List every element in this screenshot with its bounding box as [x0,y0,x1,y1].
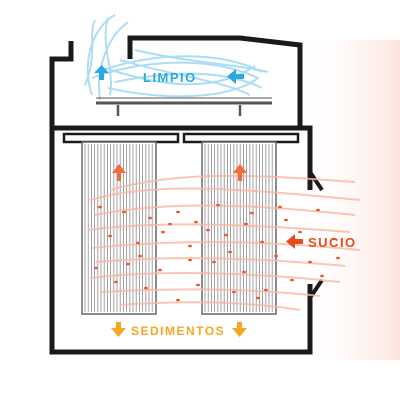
dust-particle [284,218,288,222]
dust-particle [148,216,152,220]
arrow-up-icon [233,164,247,181]
dust-particle [242,270,246,274]
arrow-up-icon [94,65,109,80]
dust-particle [316,208,320,212]
dust-particle [298,230,302,234]
dust-particle [320,274,324,278]
dust-particle [122,210,126,214]
dust-particle [158,268,162,272]
dust-particle [206,228,210,232]
dust-particles [94,203,340,302]
dust-particle [176,298,180,302]
dust-particle [144,286,148,290]
dust-particle [126,262,130,266]
dirty-label: SUCIO [308,235,357,250]
dust-particle [196,283,200,287]
dust-particle [194,220,198,224]
dust-particle [332,237,336,241]
dust-particle [232,290,236,294]
dust-particle [176,210,180,214]
sediments-label: SEDIMENTOS [131,324,225,338]
dust-particle [168,222,172,226]
dust-particle [250,211,254,215]
dust-particle [224,233,228,237]
arrow-left-icon [227,69,244,84]
dust-particle [264,288,268,292]
dust-particle [244,222,248,226]
dust-particle [212,260,216,264]
arrow-down-icon [111,322,126,337]
filter-cap-right [182,132,300,144]
inlet-flange-top [308,170,324,192]
dust-particle [114,280,118,284]
dust-particle [228,250,232,254]
housing [49,35,313,355]
dust-particle [136,241,140,245]
dust-particle [274,254,278,258]
clean-label: LIMPIO [143,70,197,85]
arrow-left-icon [286,234,303,249]
filter-cap-left [62,132,180,144]
dust-particle [188,258,192,262]
dust-particle [98,205,102,209]
dust-particle [260,240,264,244]
dust-particle [161,230,165,234]
arrow-up-icon [112,164,126,181]
clean-air-flow [84,14,269,101]
dust-particle [278,205,282,209]
arrow-down-icon [232,322,247,337]
purge-pipe [96,97,272,116]
dust-particle [256,296,260,300]
dust-particle [94,266,98,270]
dust-particle [216,203,220,207]
dust-particle [336,256,340,260]
dust-particle [290,278,294,282]
dust-particle [188,244,192,248]
dust-particle [108,234,112,238]
dust-particle [138,254,142,258]
dust-particle [308,260,312,264]
